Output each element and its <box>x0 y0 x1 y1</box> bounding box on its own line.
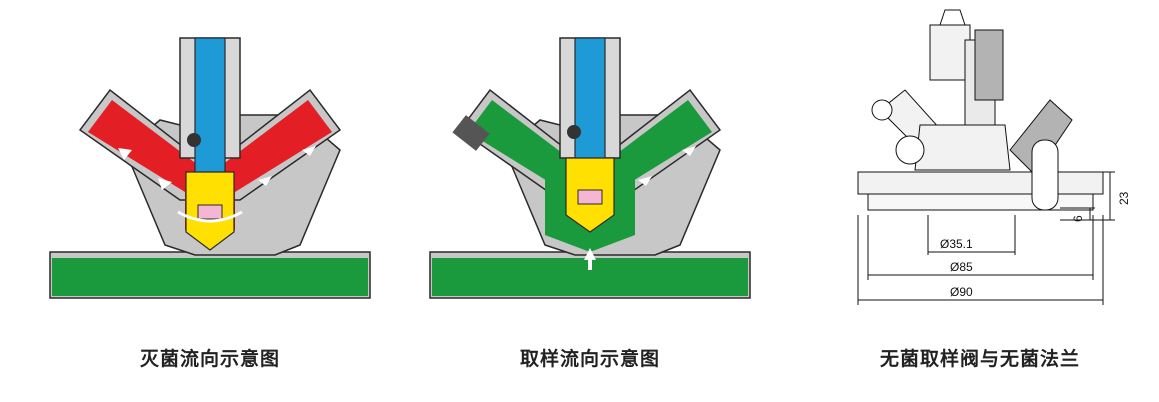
stem-ball <box>567 125 581 139</box>
stem-ball <box>187 133 201 147</box>
dimension-d1: Ø35.1 <box>940 237 973 251</box>
plug-seal <box>197 204 223 220</box>
dimension-d3: Ø90 <box>950 285 973 299</box>
flow-arrow <box>638 176 652 186</box>
flow-arrow <box>682 146 696 156</box>
valve-stem <box>574 37 606 169</box>
dimension-h2: 6 <box>1071 215 1085 222</box>
dimension-h1: 23 <box>1117 191 1131 205</box>
flow-arrow <box>302 146 316 156</box>
flow-arrow-curve <box>177 210 243 223</box>
valve-flange-drawing: Ø35.1 Ø85 Ø90 23 6 <box>857 9 1131 305</box>
sterilization-flow-diagram <box>49 37 371 299</box>
left-port-ring <box>871 99 893 121</box>
sterilization-flow-panel: 灭菌流向示意图 <box>40 0 380 402</box>
right-arm <box>1009 99 1073 176</box>
flow-arrow-up <box>584 248 596 260</box>
section-hatch <box>974 29 1004 101</box>
valve-flange-caption: 无菌取样阀与无菌法兰 <box>879 348 1080 370</box>
left-port-steam <box>88 100 202 192</box>
side-cap <box>895 135 925 165</box>
dimension-d2: Ø85 <box>950 260 973 274</box>
flow-arrow <box>118 148 132 160</box>
right-plug <box>1031 139 1059 211</box>
flow-arrow-up-shaft <box>588 258 592 270</box>
sampling-flow-diagram <box>429 37 751 299</box>
sterilization-flow-caption: 灭菌流向示意图 <box>139 348 280 370</box>
flange-lower <box>867 193 1094 211</box>
right-port-steam <box>218 100 332 192</box>
flow-arrow <box>158 178 172 190</box>
left-port-cap <box>452 115 490 151</box>
flow-arrow <box>258 176 272 186</box>
top-nut <box>929 24 971 81</box>
flange-plate <box>857 171 1104 195</box>
valve-flange-drawing-panel: Ø35.1 Ø85 Ø90 23 6 无菌取样阀与无菌法兰 <box>810 0 1150 402</box>
top-cap <box>939 9 966 26</box>
main-pipe-medium <box>52 258 368 296</box>
sampling-flow-caption: 取样流向示意图 <box>519 348 660 370</box>
mid-body <box>914 124 1011 171</box>
valve-stem <box>194 37 226 189</box>
plug-seal <box>577 189 603 205</box>
sampling-flow-panel: 取样流向示意图 <box>420 0 760 402</box>
